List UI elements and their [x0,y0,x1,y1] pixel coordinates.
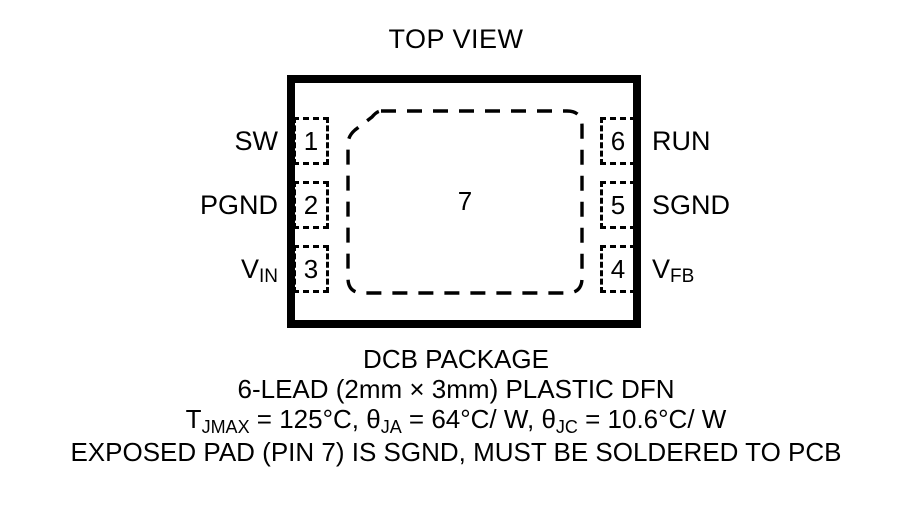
theta-ja-subscript: JA [380,417,402,437]
pin-label-vfb-text: V [652,254,671,284]
pin-label-vin-text: V [240,254,259,284]
pin-box-5: 5 [600,181,636,229]
caption-package-name: DCB PACKAGE [363,344,549,374]
pin-label-vfb: VFB [652,254,694,287]
pin-box-4: 4 [600,245,636,293]
pin-label-run: RUN [652,128,711,155]
pin-label-pgnd-text: PGND [199,190,278,220]
package-caption: DCB PACKAGE 6-LEAD (2mm × 3mm) PLASTIC D… [0,344,912,467]
pin-box-6: 6 [600,117,636,165]
pin-number-5: 5 [609,190,627,220]
tjmax-subscript: JMAX [201,417,250,437]
pin-label-sw-text: SW [234,126,279,156]
exposed-pad-outline: 7 [345,108,585,296]
pin-number-2: 2 [302,190,320,220]
pin-number-1: 1 [302,126,320,156]
package-edge-left [287,75,295,328]
pin-number-4: 4 [609,254,627,284]
exposed-pad-number: 7 [457,186,473,216]
pin-box-3: 3 [293,245,329,293]
package-edge-right [633,75,641,328]
page-title: TOP VIEW [388,24,524,54]
theta-jc-symbol: θ [541,404,556,434]
theta-ja-value: = 64°C/ W, [401,404,542,434]
pin-label-run-text: RUN [652,126,711,156]
caption-thermal-specs: TJMAX = 125°C, θJA = 64°C/ W, θJC = 10.6… [0,404,912,437]
pin-label-sgnd-text: SGND [652,190,731,220]
theta-ja-symbol: θ [366,404,381,434]
theta-jc-value: = 10.6°C/ W [577,404,727,434]
pin-label-pgnd: PGND [200,192,278,219]
pin-label-vfb-subscript: FB [670,266,695,287]
pin-label-vin: VIN [240,254,278,287]
pin-label-sgnd: SGND [652,192,730,219]
pin-box-1: 1 [293,117,329,165]
pin-number-6: 6 [609,126,627,156]
theta-jc-subscript: JC [555,417,578,437]
tjmax-value: = 125°C, [249,404,367,434]
pin-label-sw: SW [235,128,279,155]
pin-box-2: 2 [293,181,329,229]
tjmax-symbol: T [185,404,202,434]
pin-label-vin-subscript: IN [259,266,278,287]
pin-number-3: 3 [302,254,320,284]
caption-exposed-pad-note: EXPOSED PAD (PIN 7) IS SGND, MUST BE SOL… [70,437,842,467]
caption-lead-count: 6-LEAD (2mm × 3mm) PLASTIC DFN [237,374,675,404]
